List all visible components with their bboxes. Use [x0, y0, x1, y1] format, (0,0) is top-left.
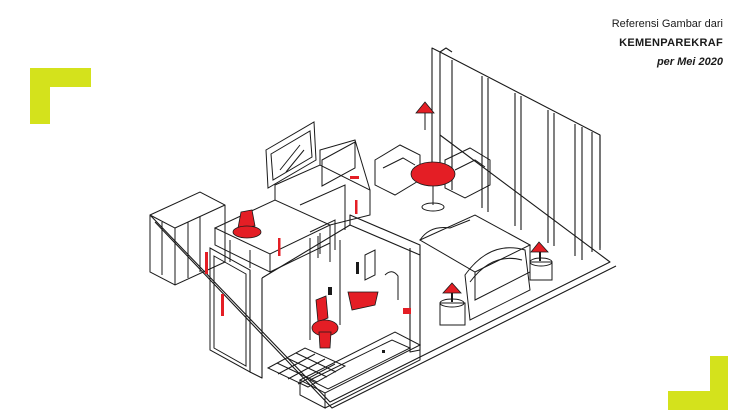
nightstand-left	[439, 282, 466, 326]
caption-line-1: Referensi Gambar dari	[611, 18, 723, 30]
corner-bracket-bottom-right	[668, 356, 728, 410]
bed	[418, 214, 532, 321]
sink	[347, 291, 379, 311]
wall-mirror	[265, 121, 317, 189]
armchair-right	[444, 147, 491, 199]
floor-lamp	[415, 101, 435, 130]
television	[321, 141, 356, 187]
desk-chair	[309, 219, 336, 258]
round-table	[410, 161, 456, 212]
corner-bracket-top-left	[30, 68, 91, 124]
image-caption: Referensi Gambar dari KEMENPAREKRAF per …	[612, 15, 723, 72]
room-outline	[149, 47, 617, 409]
toilet	[311, 295, 339, 349]
caption-line-2: KEMENPAREKRAF	[619, 37, 723, 49]
bathroom	[266, 240, 422, 409]
caption-line-3: per Mei 2020	[656, 56, 723, 68]
wardrobe	[149, 191, 251, 373]
counter-lamp	[232, 209, 262, 239]
nightstand-right	[529, 241, 553, 281]
mini-bar	[213, 139, 371, 273]
